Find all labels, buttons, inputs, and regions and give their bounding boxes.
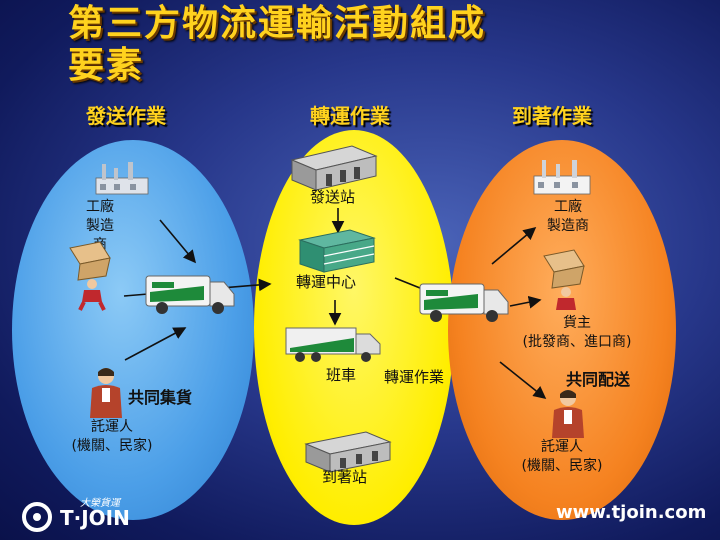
arrow-van-to-consignee [499, 361, 547, 399]
transfer-operation-label: 轉運作業 [384, 368, 445, 386]
shipper-person-icon [90, 368, 122, 418]
factory-label-right: 工廠 製造商 [547, 199, 589, 234]
truck-label: 班車 [326, 366, 357, 384]
delivery-van-right [419, 283, 509, 322]
arrival-station-warehouse [304, 431, 392, 473]
consignee-person-icon [552, 390, 584, 438]
transfer-hub-label: 轉運中心 [296, 273, 357, 291]
column-header-transfer: 轉運作業 [310, 104, 390, 128]
dispatch-zone-ellipse [12, 140, 254, 520]
joint-delivery-label: 共同配送 [566, 370, 631, 389]
line-haul-truck [285, 327, 381, 362]
column-header-dispatch: 發送作業 [86, 104, 166, 128]
dispatch-station-warehouse [290, 145, 378, 191]
factory-icon-right [533, 160, 591, 195]
joint-collection-label: 共同集貨 [128, 388, 193, 407]
cargo-owner-label: 貨主 (批發商、進口商) [522, 315, 632, 350]
arrival-zone-ellipse [448, 140, 676, 520]
worker-box-icon-left [69, 241, 111, 311]
consignee-label: 託運人 (機關、民家) [521, 439, 603, 474]
column-header-arrival: 到著作業 [512, 104, 592, 128]
brand-logo-text: T·JOIN [60, 506, 130, 530]
brand-chinese-name: 大榮貨運 [80, 498, 120, 509]
transfer-hub-building [298, 229, 376, 273]
arrow-van-to-owner [509, 295, 542, 309]
delivery-van-left [145, 275, 235, 314]
arrow-factory-to-van [159, 219, 197, 264]
tjoin-logo-icon [22, 502, 52, 532]
arrival-station-label: 到著站 [322, 468, 368, 486]
slide-title-line1: 第三方物流運輸活動組成 [68, 3, 487, 44]
factory-icon-left [95, 162, 149, 195]
shipper-label: 託運人 (機關、民家) [71, 419, 153, 454]
website-url[interactable]: www.tjoin.com [556, 502, 707, 523]
arrow-shipper-to-van [124, 327, 187, 361]
slide-title-line2: 要素 [68, 45, 145, 86]
worker-box-icon-right [543, 249, 585, 310]
arrow-van-to-factory [491, 226, 537, 265]
dispatch-station-label: 發送站 [310, 188, 356, 206]
